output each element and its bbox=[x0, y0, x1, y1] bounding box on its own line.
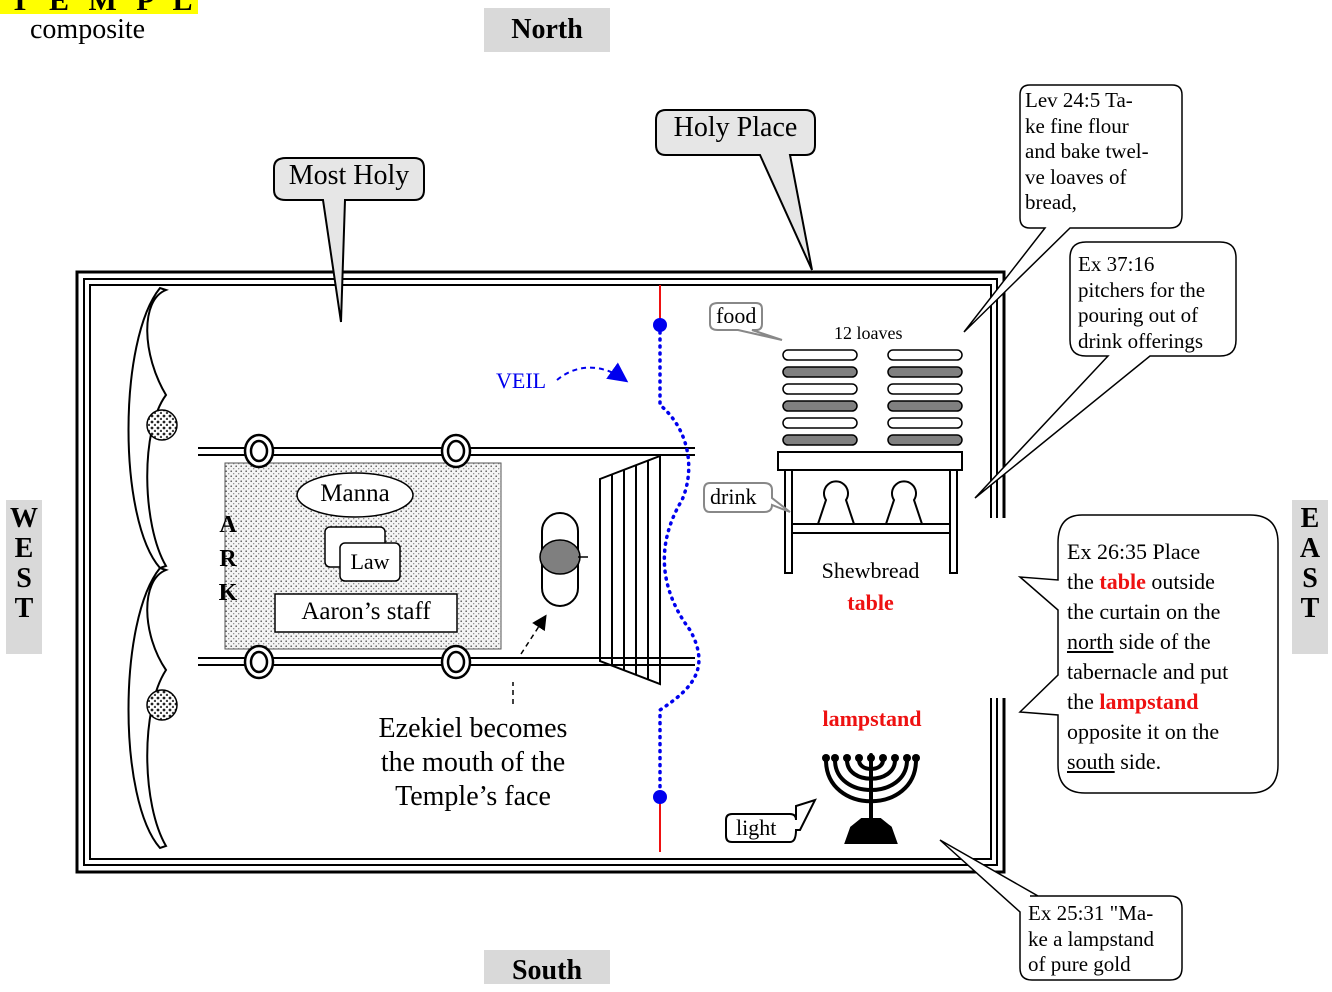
steps bbox=[599, 454, 661, 686]
ex25-verse-text: Ex 25:31 "Ma- ke a lampstand of pure gol… bbox=[1028, 901, 1178, 978]
shewbread-label: Shewbread bbox=[821, 558, 920, 583]
verse-line: south side. bbox=[1067, 747, 1272, 777]
ezekiel-arrow bbox=[512, 617, 545, 704]
veil bbox=[556, 285, 701, 852]
food-bubble bbox=[709, 302, 783, 341]
holy-place-bubble bbox=[655, 109, 816, 271]
east-letter: T bbox=[1300, 593, 1320, 624]
aarons-staff-label: Aaron’s staff bbox=[301, 598, 431, 625]
verse-line: Lev 24:5 Ta- bbox=[1025, 88, 1133, 112]
east-label: E A S T bbox=[1292, 500, 1328, 654]
law-tablet-front bbox=[339, 542, 401, 582]
shewbread-table bbox=[777, 451, 963, 574]
verse-north-word: north bbox=[1067, 629, 1114, 654]
aarons-staff-box bbox=[274, 593, 458, 633]
north-label: North bbox=[484, 8, 610, 52]
verse-lampstand-word: lampstand bbox=[1099, 689, 1199, 714]
verse-line: the curtain on the bbox=[1067, 599, 1221, 624]
verse-line: Ex 37:16 bbox=[1078, 252, 1155, 276]
title-banner: T E M P L E bbox=[0, 0, 198, 14]
verse-line: drink offerings bbox=[1078, 328, 1204, 353]
lev-verse-callout bbox=[963, 84, 1183, 333]
verse-line: ke fine flour bbox=[1025, 113, 1129, 138]
verse-word: the bbox=[1067, 689, 1094, 714]
food-label: food bbox=[716, 303, 757, 328]
verse-line: ke a lampstand bbox=[1028, 926, 1154, 951]
verse-line: bread, bbox=[1025, 190, 1077, 214]
manna-jar bbox=[296, 472, 414, 518]
most-holy-bubble bbox=[273, 157, 425, 323]
ezekiel-line: Ezekiel becomes bbox=[378, 713, 568, 744]
ark-letter: K bbox=[218, 580, 238, 606]
light-label: light bbox=[736, 815, 777, 840]
lev-verse-text: Lev 24:5 Ta- ke fine flour and bake twel… bbox=[1025, 88, 1174, 216]
ark-letter: A bbox=[219, 512, 237, 538]
west-letter: W bbox=[10, 503, 38, 534]
ezekiel-line: Temple’s face bbox=[395, 781, 551, 812]
ark-label: A R K bbox=[214, 508, 242, 610]
light-bubble bbox=[725, 798, 817, 843]
ark-letter: R bbox=[219, 546, 237, 572]
ex37-verse-callout bbox=[974, 241, 1237, 499]
manna-label: Manna bbox=[320, 480, 390, 507]
verse-word: side. bbox=[1120, 749, 1162, 774]
east-doorway bbox=[985, 272, 1007, 872]
verse-line: north side of the bbox=[1067, 627, 1272, 657]
verse-line: pitchers for the bbox=[1078, 277, 1206, 302]
drink-bubble bbox=[703, 482, 791, 513]
law-label: Law bbox=[350, 549, 390, 574]
verse-line: tabernacle and put bbox=[1067, 659, 1229, 684]
verse-line: of pure gold bbox=[1028, 952, 1131, 976]
verse-line: pouring out of bbox=[1078, 303, 1199, 327]
verse-word: outside bbox=[1151, 569, 1215, 594]
verse-line: the lampstand bbox=[1067, 687, 1272, 717]
west-label: W E S T bbox=[6, 500, 42, 654]
west-letter: S bbox=[16, 563, 32, 594]
west-letter: T bbox=[14, 593, 34, 624]
east-letter: A bbox=[1299, 533, 1321, 564]
east-letter: E bbox=[1300, 503, 1320, 534]
ezekiel-caption: Ezekiel becomes the mouth of the Temple’… bbox=[348, 712, 598, 814]
title-text: T E M P L E bbox=[10, 0, 198, 14]
incense-altar bbox=[539, 512, 588, 607]
ex26-verse-callout bbox=[1017, 514, 1279, 794]
veil-label: VEIL bbox=[496, 368, 547, 393]
loaves-label: 12 loaves bbox=[834, 323, 903, 343]
menorah bbox=[824, 753, 918, 844]
verse-line: Ex 26:35 Place bbox=[1067, 539, 1201, 564]
loaves-stacks bbox=[782, 349, 963, 446]
ezekiel-line: the mouth of the bbox=[380, 747, 566, 778]
east-letter: S bbox=[1302, 563, 1318, 594]
verse-line: ve loaves of bbox=[1025, 164, 1127, 189]
ex25-verse-callout bbox=[939, 839, 1183, 981]
menorah-flames bbox=[822, 754, 920, 762]
verse-south-word: south bbox=[1067, 749, 1115, 774]
verse-line: opposite it on the bbox=[1067, 719, 1220, 744]
most-holy-label: Most Holy bbox=[288, 160, 410, 191]
lampstand-label: lampstand bbox=[822, 706, 922, 731]
holy-place-label: Holy Place bbox=[673, 112, 798, 143]
verse-line: and bake twel- bbox=[1025, 139, 1149, 163]
drink-label: drink bbox=[710, 484, 757, 509]
verse-word: side of the bbox=[1118, 629, 1211, 654]
south-label: South bbox=[484, 950, 610, 986]
verse-line: Ex 25:31 "Ma- bbox=[1028, 901, 1154, 925]
verse-table-word: table bbox=[1099, 569, 1146, 594]
cherubim bbox=[127, 286, 178, 850]
ex26-verse-text: Ex 26:35 Place the table outside the cur… bbox=[1067, 537, 1272, 777]
table-label: table bbox=[847, 590, 894, 615]
verse-line: the table outside bbox=[1067, 567, 1272, 597]
verse-word: the bbox=[1067, 569, 1094, 594]
ex37-verse-text: Ex 37:16 pitchers for the pouring out of… bbox=[1078, 252, 1233, 354]
west-letter: E bbox=[14, 533, 34, 564]
subtitle: composite bbox=[30, 14, 146, 45]
ark-rings bbox=[243, 433, 472, 680]
